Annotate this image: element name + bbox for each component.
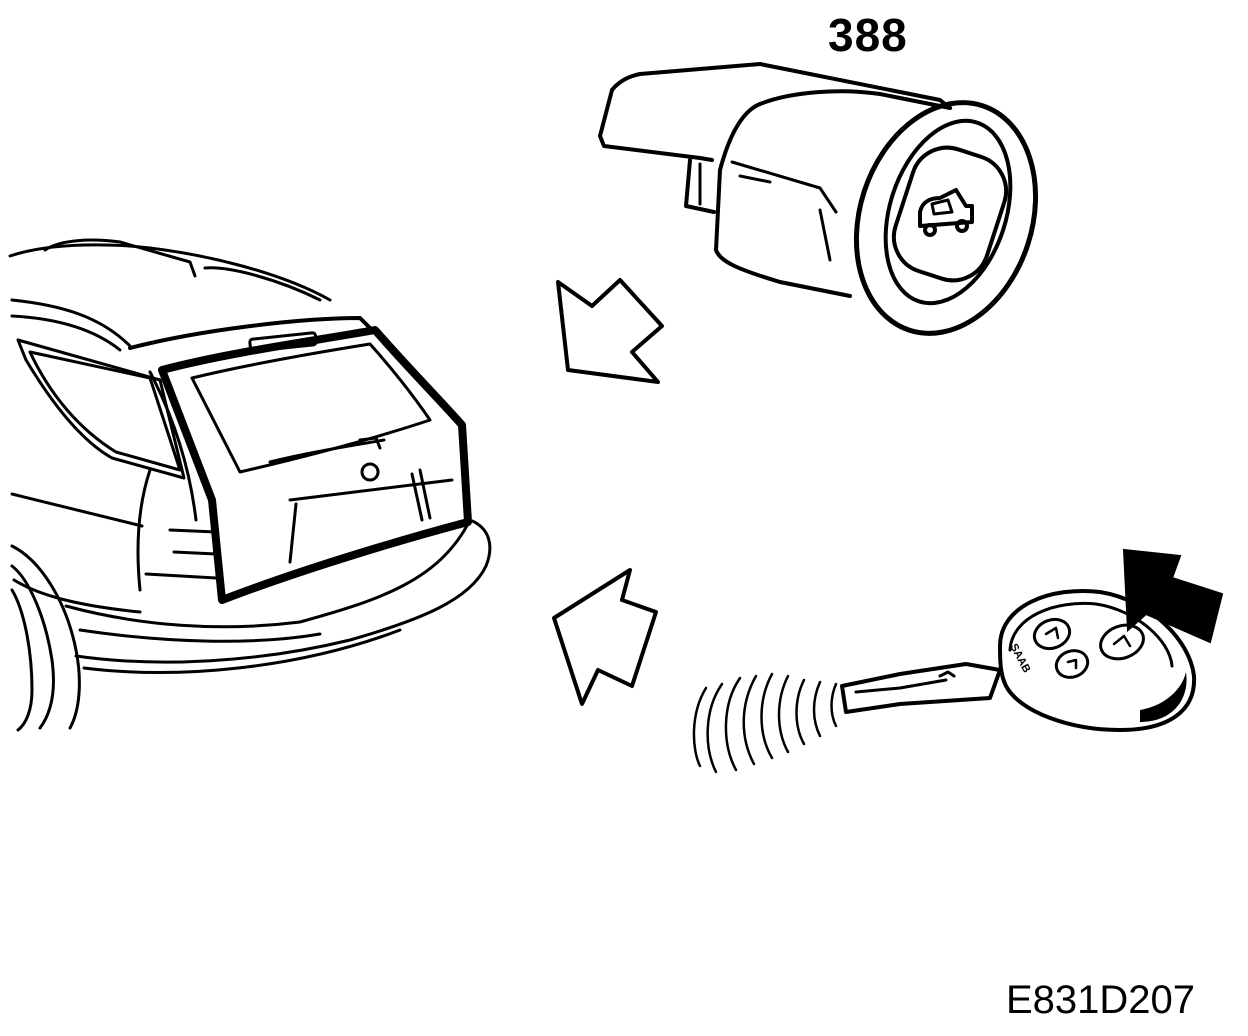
arrow-from-key-icon <box>552 568 658 706</box>
part-number-label: 388 <box>828 9 908 61</box>
open-boot-icon <box>918 188 974 237</box>
remote-key-icon <box>692 589 1197 774</box>
press-indicator-arrow-icon <box>1122 548 1224 644</box>
tailgate-switch-icon <box>598 62 1039 336</box>
key-badge-text: SAAB <box>1007 642 1032 675</box>
figure-code-label: E831D207 <box>1006 978 1196 1022</box>
car-rear-icon <box>8 238 492 732</box>
arrow-from-switch-icon <box>556 278 664 384</box>
